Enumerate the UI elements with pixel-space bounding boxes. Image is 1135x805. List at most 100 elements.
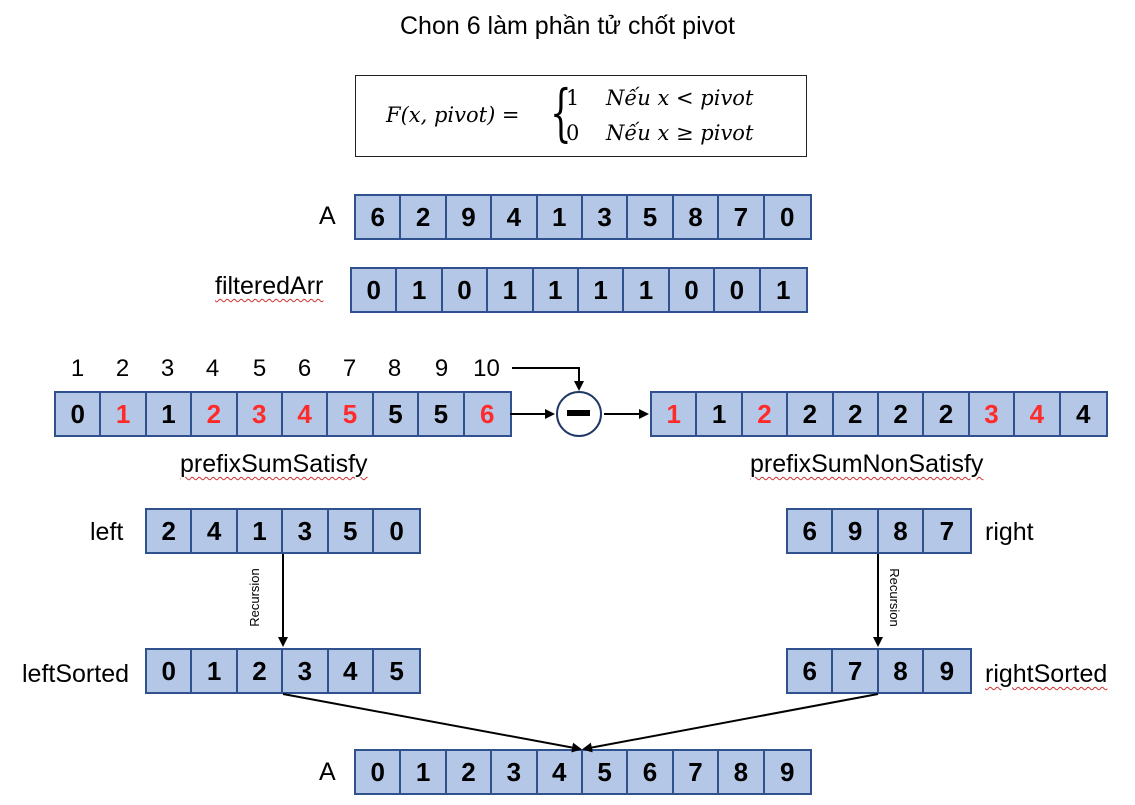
array-cell: 1 [101, 393, 147, 435]
label-A-top: A [319, 202, 336, 230]
index-label: 7 [342, 355, 357, 382]
formula-row-1-value: 1 [566, 86, 580, 110]
array-cell: 0 [715, 269, 761, 311]
array-cell: 1 [401, 751, 447, 793]
array-cell: 1 [624, 269, 670, 311]
array-cell: 0 [779, 201, 795, 232]
array-cell: 8 [879, 650, 925, 692]
label-right: right [985, 518, 1034, 546]
array-cell: 8 [719, 751, 765, 793]
array-cell: 2 [924, 393, 970, 435]
array-cell: 2 [743, 393, 789, 435]
array-cell: 3 [492, 751, 538, 793]
left-merge-arrow [282, 693, 582, 753]
formula-row-2: 0 Nếu x ≥ pivot [566, 121, 753, 145]
array-cell: 2 [447, 751, 493, 793]
index-label: 2 [115, 355, 130, 382]
array-cell: 3 [283, 510, 329, 552]
formula-lhs: F(x, pivot) = [386, 103, 520, 127]
array-cell: 0 [356, 751, 402, 793]
array-cell: 1 [397, 269, 443, 311]
label-A-bottom: A [319, 758, 336, 786]
label-filtered-arr: filteredArr [215, 272, 324, 300]
index-label: 8 [387, 355, 402, 382]
array-cell: 9 [447, 196, 493, 238]
array-cell: 8 [879, 510, 925, 552]
array-cell: 4 [1015, 393, 1061, 435]
array-cell: 1 [775, 274, 791, 305]
recursion-label-right: Recursion [886, 568, 902, 627]
array-cell: 3 [970, 393, 1016, 435]
array-cell: 9 [779, 756, 795, 787]
label-left: left [90, 518, 124, 546]
array-cell: 2 [147, 510, 193, 552]
array-cell: 3 [238, 393, 283, 435]
array-cell: 4 [1075, 398, 1091, 429]
array-cell: 1 [238, 510, 284, 552]
formula-brace: { [550, 76, 572, 149]
array-cell: 0 [56, 393, 102, 435]
array-cell: 4 [283, 393, 329, 435]
array-cell: 7 [939, 515, 955, 546]
array-cell: 6 [356, 196, 402, 238]
label-prefix-sum-satisfy: prefixSumSatisfy [180, 450, 368, 478]
index-label: 10 [473, 355, 500, 382]
index-to-minus-arrow [512, 367, 584, 391]
array-cell: 7 [833, 650, 879, 692]
array-cell: 2 [401, 196, 447, 238]
index-label: 4 [205, 355, 220, 382]
array-cell: 5 [329, 510, 374, 552]
array-cell: 5 [328, 393, 374, 435]
label-prefix-sum-non-satisfy: prefixSumNonSatisfy [750, 450, 984, 478]
array-cell: 0 [443, 269, 489, 311]
right-merge-arrow [582, 693, 879, 753]
array-cell: 0 [670, 269, 716, 311]
array-cell: 5 [374, 393, 420, 435]
array-cell: 9 [939, 655, 955, 686]
array-cell: 4 [492, 196, 538, 238]
array-cell: 1 [697, 393, 743, 435]
array-cell: 3 [583, 196, 629, 238]
array-cell: 6 [628, 751, 674, 793]
array-cell: 1 [579, 269, 625, 311]
index-label: 3 [160, 355, 175, 382]
array-cell: 0 [352, 269, 398, 311]
array-cell: 4 [329, 650, 374, 692]
array-cell: 1 [538, 196, 583, 238]
array-cell: 0 [147, 650, 193, 692]
array-cell: 0 [389, 515, 404, 546]
array-cell: 4 [538, 751, 583, 793]
pivot-function-formula: F(x, pivot) = { 1 Nếu x < pivot 0 Nếu x ≥ … [355, 75, 807, 157]
array-cell: 9 [833, 510, 879, 552]
array-cell: 6 [788, 510, 834, 552]
formula-row-1-condition: Nếu x < pivot [606, 86, 754, 110]
array-cell: 2 [238, 650, 284, 692]
array-cell: 5 [419, 393, 465, 435]
array-cell: 8 [674, 196, 720, 238]
array-cell: 5 [389, 655, 404, 686]
array-cell: 1 [192, 650, 238, 692]
array-cell: 4 [192, 510, 238, 552]
index-label: 9 [434, 355, 449, 382]
formula-row-2-value: 0 [566, 121, 580, 145]
array-cell: 1 [147, 393, 193, 435]
array-cell: 1 [488, 269, 534, 311]
array-cell: 7 [674, 751, 720, 793]
array-cell: 7 [719, 196, 765, 238]
index-label: 5 [252, 355, 267, 382]
array-cell: 1 [652, 393, 698, 435]
formula-row-2-condition: Nếu x ≥ pivot [606, 121, 754, 145]
array-cell: 2 [788, 393, 834, 435]
label-left-sorted: leftSorted [22, 660, 130, 688]
array-cell: 5 [583, 751, 629, 793]
array-cell: 2 [192, 393, 238, 435]
